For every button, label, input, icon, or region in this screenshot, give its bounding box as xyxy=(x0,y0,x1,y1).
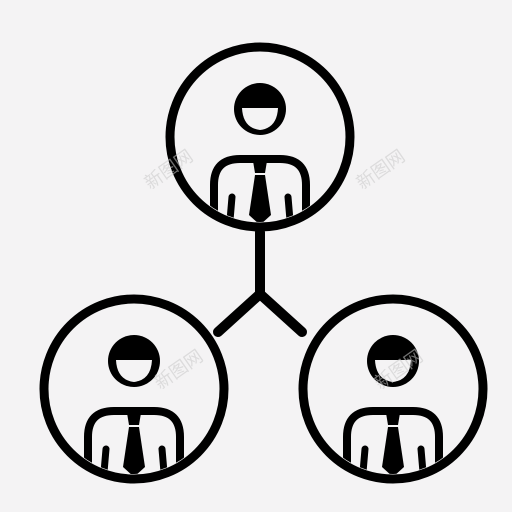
tie-knot xyxy=(127,413,141,425)
person-body xyxy=(210,155,310,222)
connector-right-branch xyxy=(255,289,307,337)
tie-knot xyxy=(386,413,400,425)
watermark-text: 新图网 xyxy=(353,146,409,194)
person-figure xyxy=(210,155,310,222)
person-top xyxy=(165,42,355,232)
person-figure xyxy=(343,407,443,474)
tie-blade xyxy=(123,427,145,474)
businessman-icon xyxy=(165,42,355,232)
person-right xyxy=(298,294,488,484)
person-right-arm-line xyxy=(158,445,169,474)
tie-blade xyxy=(249,175,271,222)
watermark-text: 新图网 xyxy=(151,346,207,394)
person-left-arm-line xyxy=(99,445,110,474)
person-body xyxy=(343,407,443,474)
person-right-arm-line xyxy=(417,445,428,474)
connector-left-branch xyxy=(213,289,265,337)
person-smile xyxy=(116,360,152,382)
person-frame-circle xyxy=(39,294,229,484)
person-smile xyxy=(242,108,278,130)
tie-blade xyxy=(382,427,404,474)
person-frame-circle xyxy=(165,42,355,232)
person-smile xyxy=(375,360,411,382)
person-body xyxy=(84,407,184,474)
person-left-arm-line xyxy=(225,193,236,222)
person-frame-circle xyxy=(298,294,488,484)
businessman-icon xyxy=(298,294,488,484)
person-figure xyxy=(84,407,184,474)
person-left-arm-line xyxy=(358,445,369,474)
person-left xyxy=(39,294,229,484)
businessman-icon xyxy=(39,294,229,484)
person-right-arm-line xyxy=(284,193,295,222)
tie-knot xyxy=(253,161,267,173)
hierarchy-connector xyxy=(213,227,307,337)
